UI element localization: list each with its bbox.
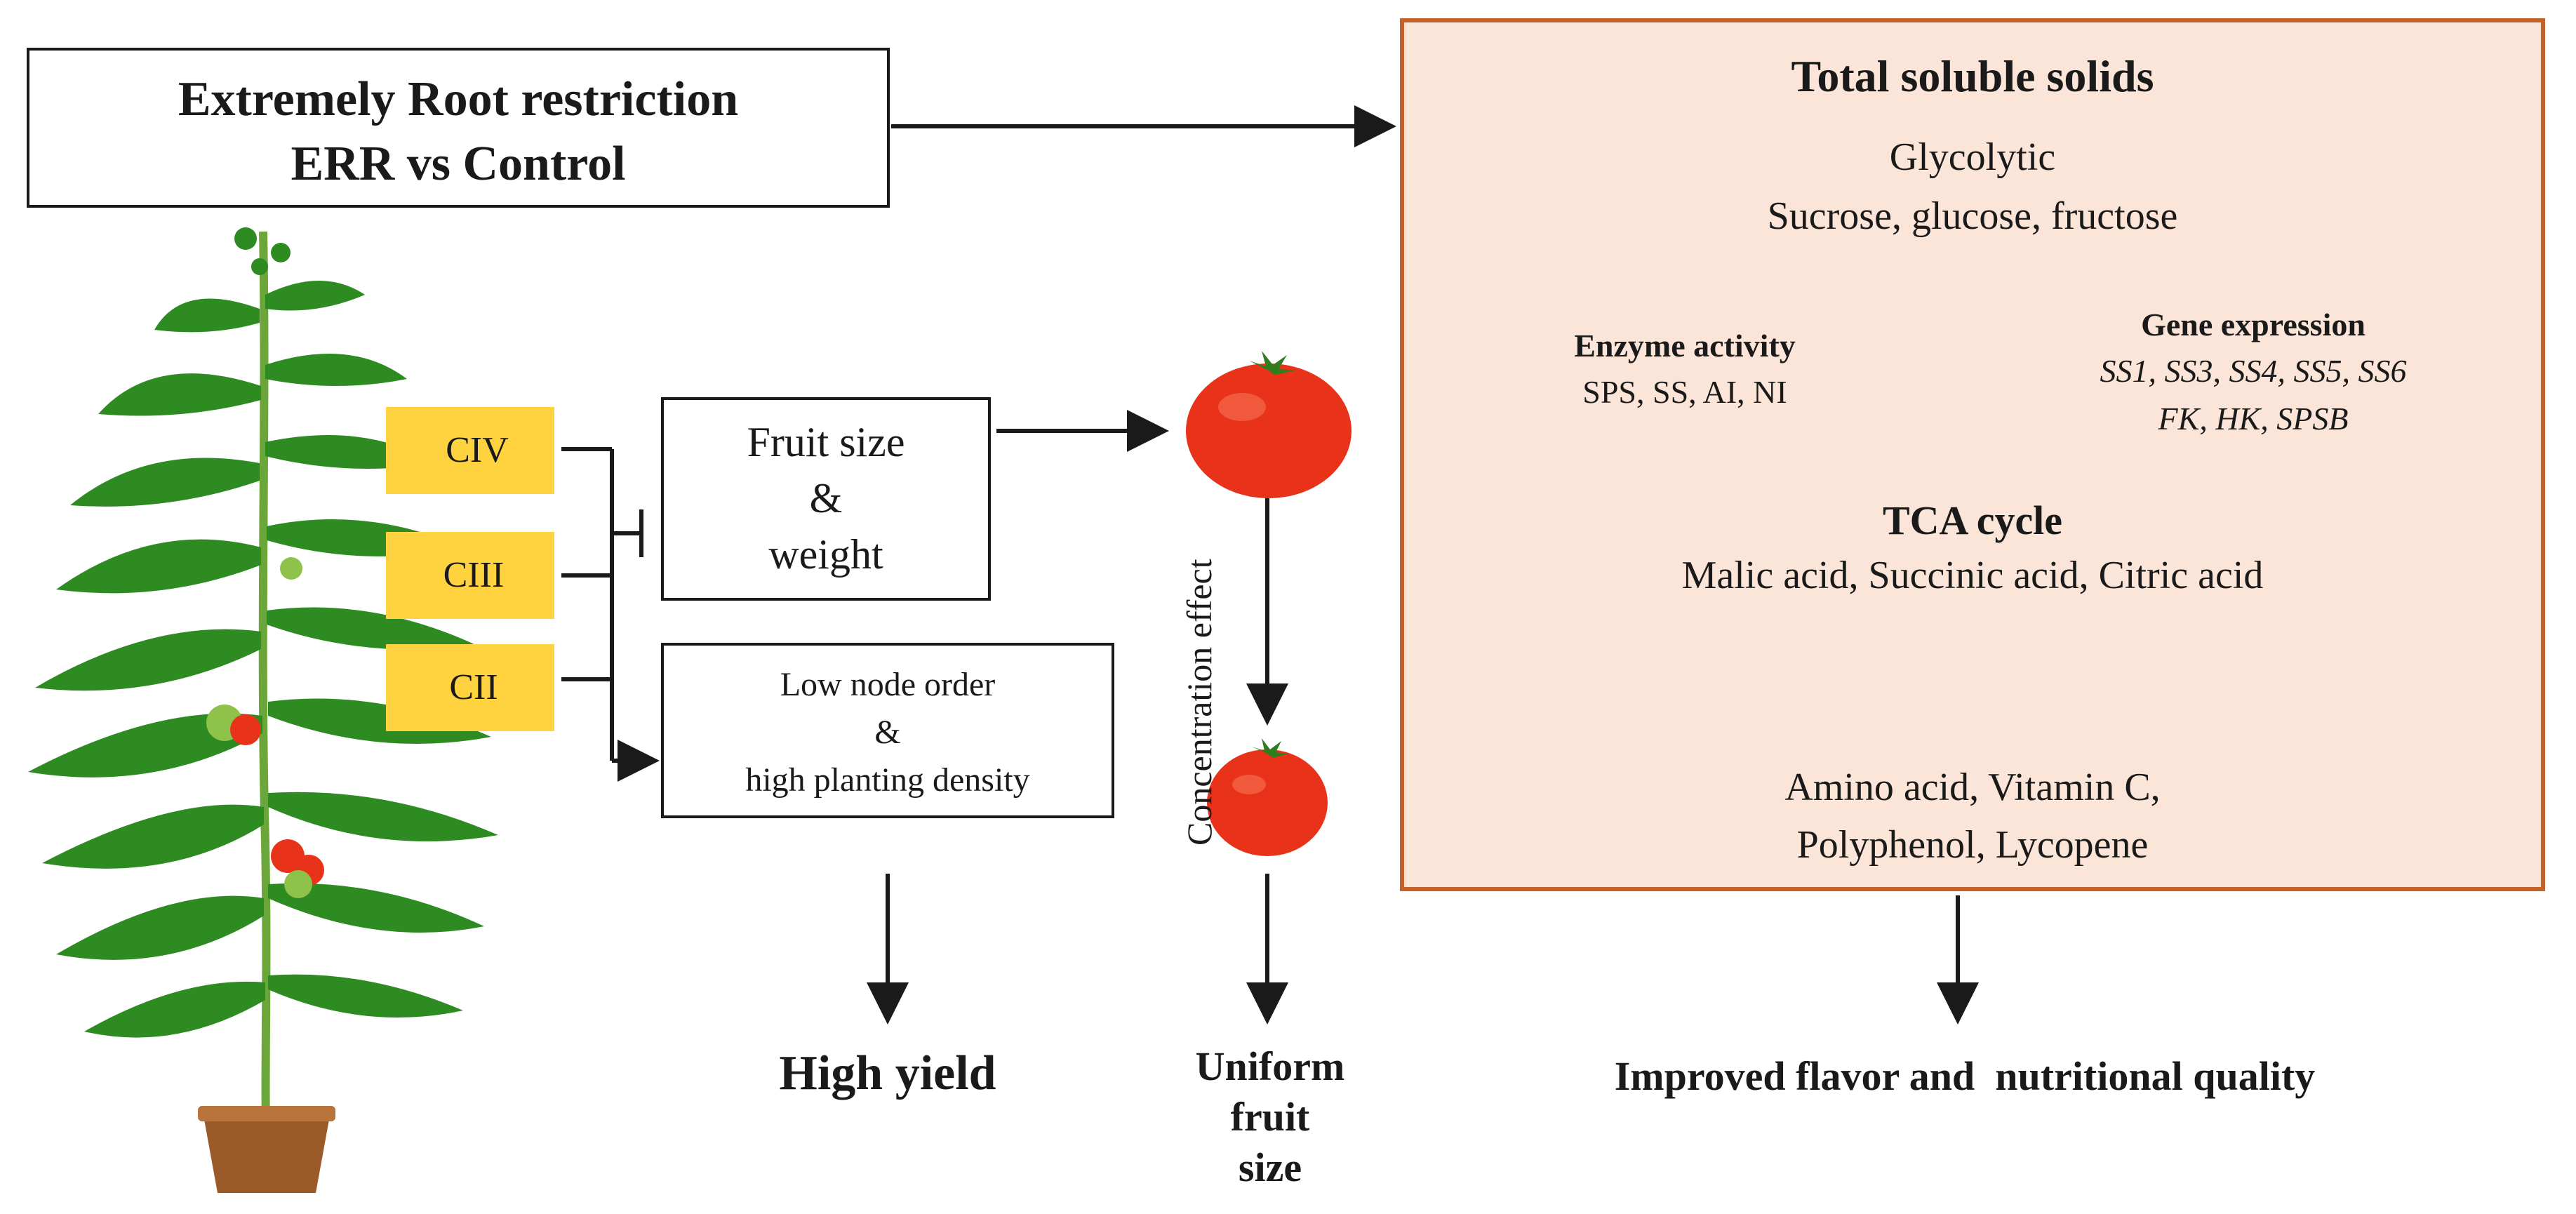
nutrients-line2: Polyphenol, Lycopene <box>1796 823 2149 867</box>
uniform-fruit-size-label: Uniform fruit size <box>1137 1041 1403 1193</box>
fruit-size-box: Fruit size & weight <box>661 397 991 601</box>
uniform-line2: fruit <box>1230 1094 1310 1140</box>
enzyme-activity-list: SPS, SS, AI, NI <box>1582 374 1787 410</box>
tca-cycle-title: TCA cycle <box>1882 498 2063 543</box>
cluster-ciii-label: CIII <box>443 555 505 595</box>
gene-expression-list1: SS1, SS3, SS4, SS5, SS6 <box>2100 353 2407 389</box>
gene-expression-list2: FK, HK, SPSB <box>2158 401 2349 436</box>
large-tomato-icon <box>1186 351 1352 498</box>
improved-quality-label: Improved flavor and nutritional quality <box>1614 1053 2316 1099</box>
node-order-line1: Low node order <box>780 666 996 703</box>
tss-title: Total soluble solids <box>1791 51 2154 101</box>
uniform-line1: Uniform <box>1195 1043 1345 1089</box>
header-title-line1: Extremely Root restriction <box>178 72 739 126</box>
node-order-box: Low node order & high planting density <box>661 643 1114 818</box>
tca-acids: Malic acid, Succinic acid, Citric acid <box>1681 554 2264 597</box>
cluster-cii-label: CII <box>449 667 498 707</box>
gene-expression-title: Gene expression <box>2141 307 2365 342</box>
fruit-size-line2: & <box>809 475 843 521</box>
enzyme-activity-title: Enzyme activity <box>1574 328 1796 363</box>
nutrients-line1: Amino acid, Vitamin C, <box>1784 766 2161 809</box>
header-box: Extremely Root restriction ERR vs Contro… <box>27 48 890 208</box>
header-title-line2: ERR vs Control <box>291 137 626 191</box>
cluster-civ-label: CIV <box>446 430 509 470</box>
uniform-line3: size <box>1238 1145 1302 1190</box>
cluster-cii-box <box>386 644 554 731</box>
tomato-plant-illustration <box>28 227 498 1193</box>
cluster-civ-box <box>386 407 554 494</box>
total-soluble-solids-box: Total soluble solids Glycolytic Sucrose,… <box>1400 18 2545 891</box>
fruit-size-line1: Fruit size <box>747 419 905 465</box>
tss-glycolytic: Glycolytic <box>1889 135 2056 179</box>
fruit-size-line3: weight <box>768 531 883 578</box>
concentration-effect-label: Concentration effect <box>1180 559 1219 846</box>
small-tomato-icon <box>1207 738 1328 856</box>
node-order-line3: high planting density <box>745 761 1030 799</box>
cluster-ciii-box <box>386 532 554 619</box>
node-order-line2: & <box>874 714 901 751</box>
high-yield-label: High yield <box>779 1046 996 1100</box>
tss-sugars: Sucrose, glucose, fructose <box>1767 194 2178 238</box>
